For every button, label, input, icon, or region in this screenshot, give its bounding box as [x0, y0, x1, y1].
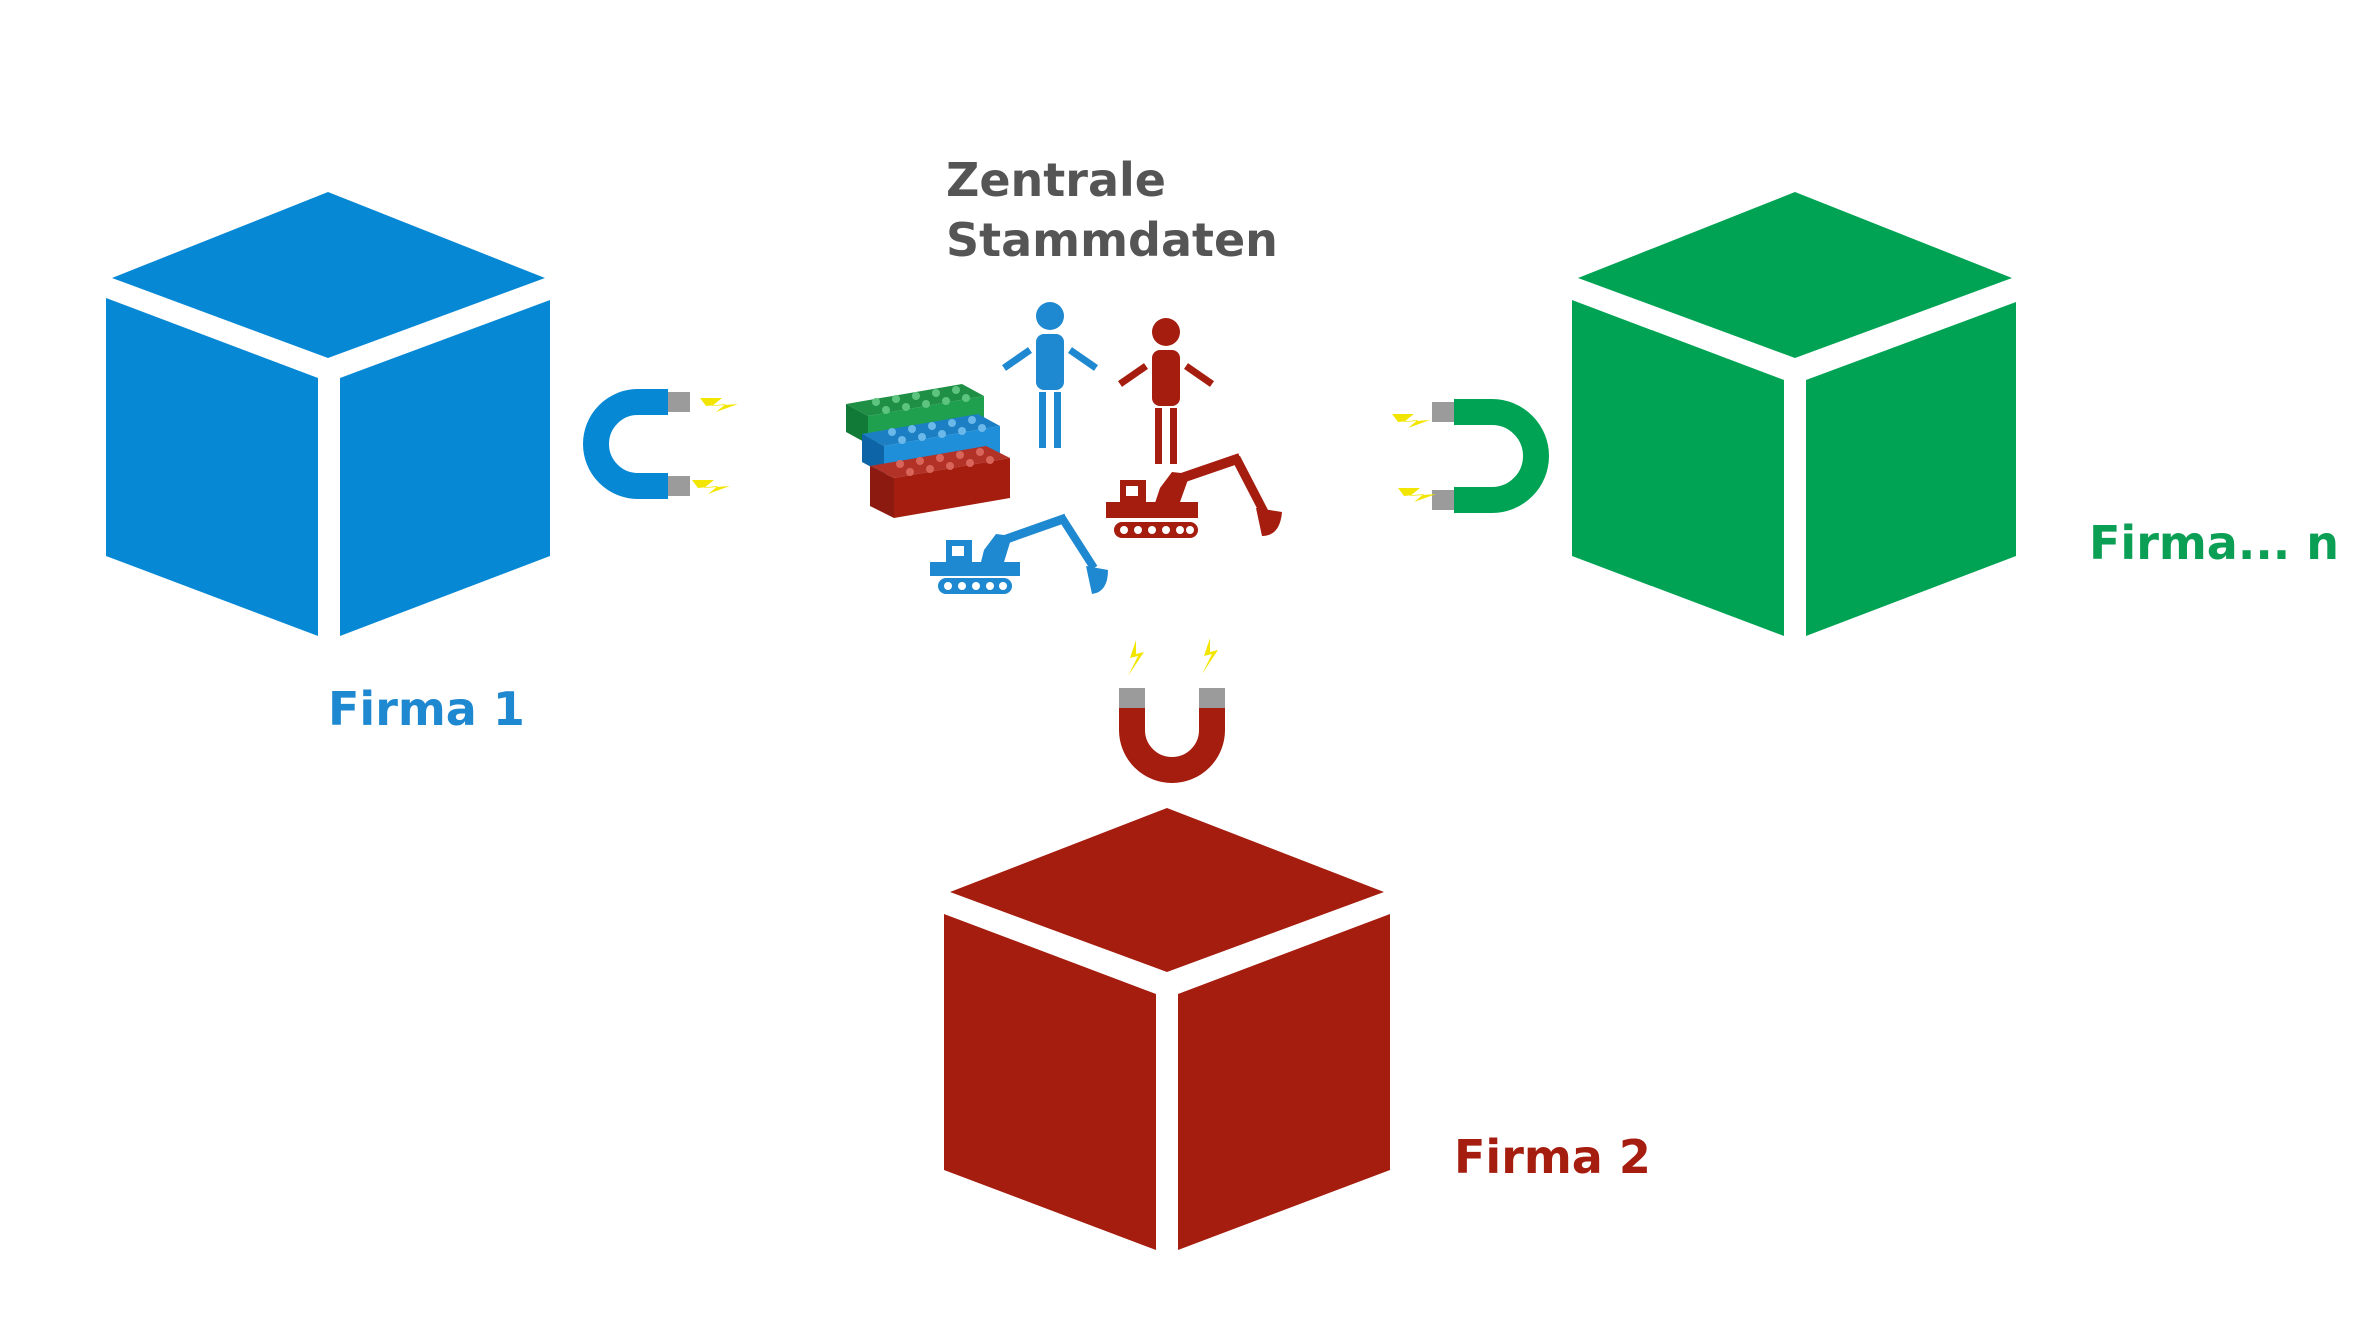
magnet-green-icon	[1432, 399, 1549, 513]
cube-firma-1-top	[112, 192, 545, 358]
spark-icon	[692, 398, 738, 494]
cube-firma-2-top	[950, 808, 1384, 972]
company-label-firma-n: Firma... n	[2089, 516, 2340, 570]
cube-firma-1	[106, 192, 550, 636]
cube-firma-n-top	[1578, 192, 2012, 358]
diagram-title: Zentrale Stammdaten	[946, 150, 1306, 270]
cube-firma-1-right	[340, 300, 550, 636]
person-red-icon	[1118, 318, 1214, 464]
spark-icon	[1392, 414, 1436, 502]
person-blue-icon	[1002, 302, 1098, 448]
company-label-firma-1: Firma 1	[328, 682, 525, 736]
excavator-red-icon	[1106, 453, 1282, 538]
excavator-blue-icon	[930, 513, 1108, 594]
cube-firma-n-right	[1806, 302, 2016, 636]
cube-firma-n	[1572, 192, 2016, 636]
cube-firma-2-left	[944, 914, 1156, 1250]
title-line-2: Stammdaten	[946, 213, 1278, 267]
cube-firma-2-right	[1178, 914, 1390, 1250]
cube-firma-2	[944, 808, 1390, 1250]
company-label-firma-2: Firma 2	[1454, 1130, 1651, 1184]
title-line-1: Zentrale	[946, 153, 1166, 207]
cube-firma-n-left	[1572, 300, 1784, 636]
spark-icon	[1128, 638, 1218, 676]
cube-firma-1-left	[106, 298, 318, 636]
brick-red-icon	[870, 446, 1010, 518]
magnet-blue-icon	[583, 389, 690, 499]
magnet-red-icon	[1119, 688, 1225, 783]
